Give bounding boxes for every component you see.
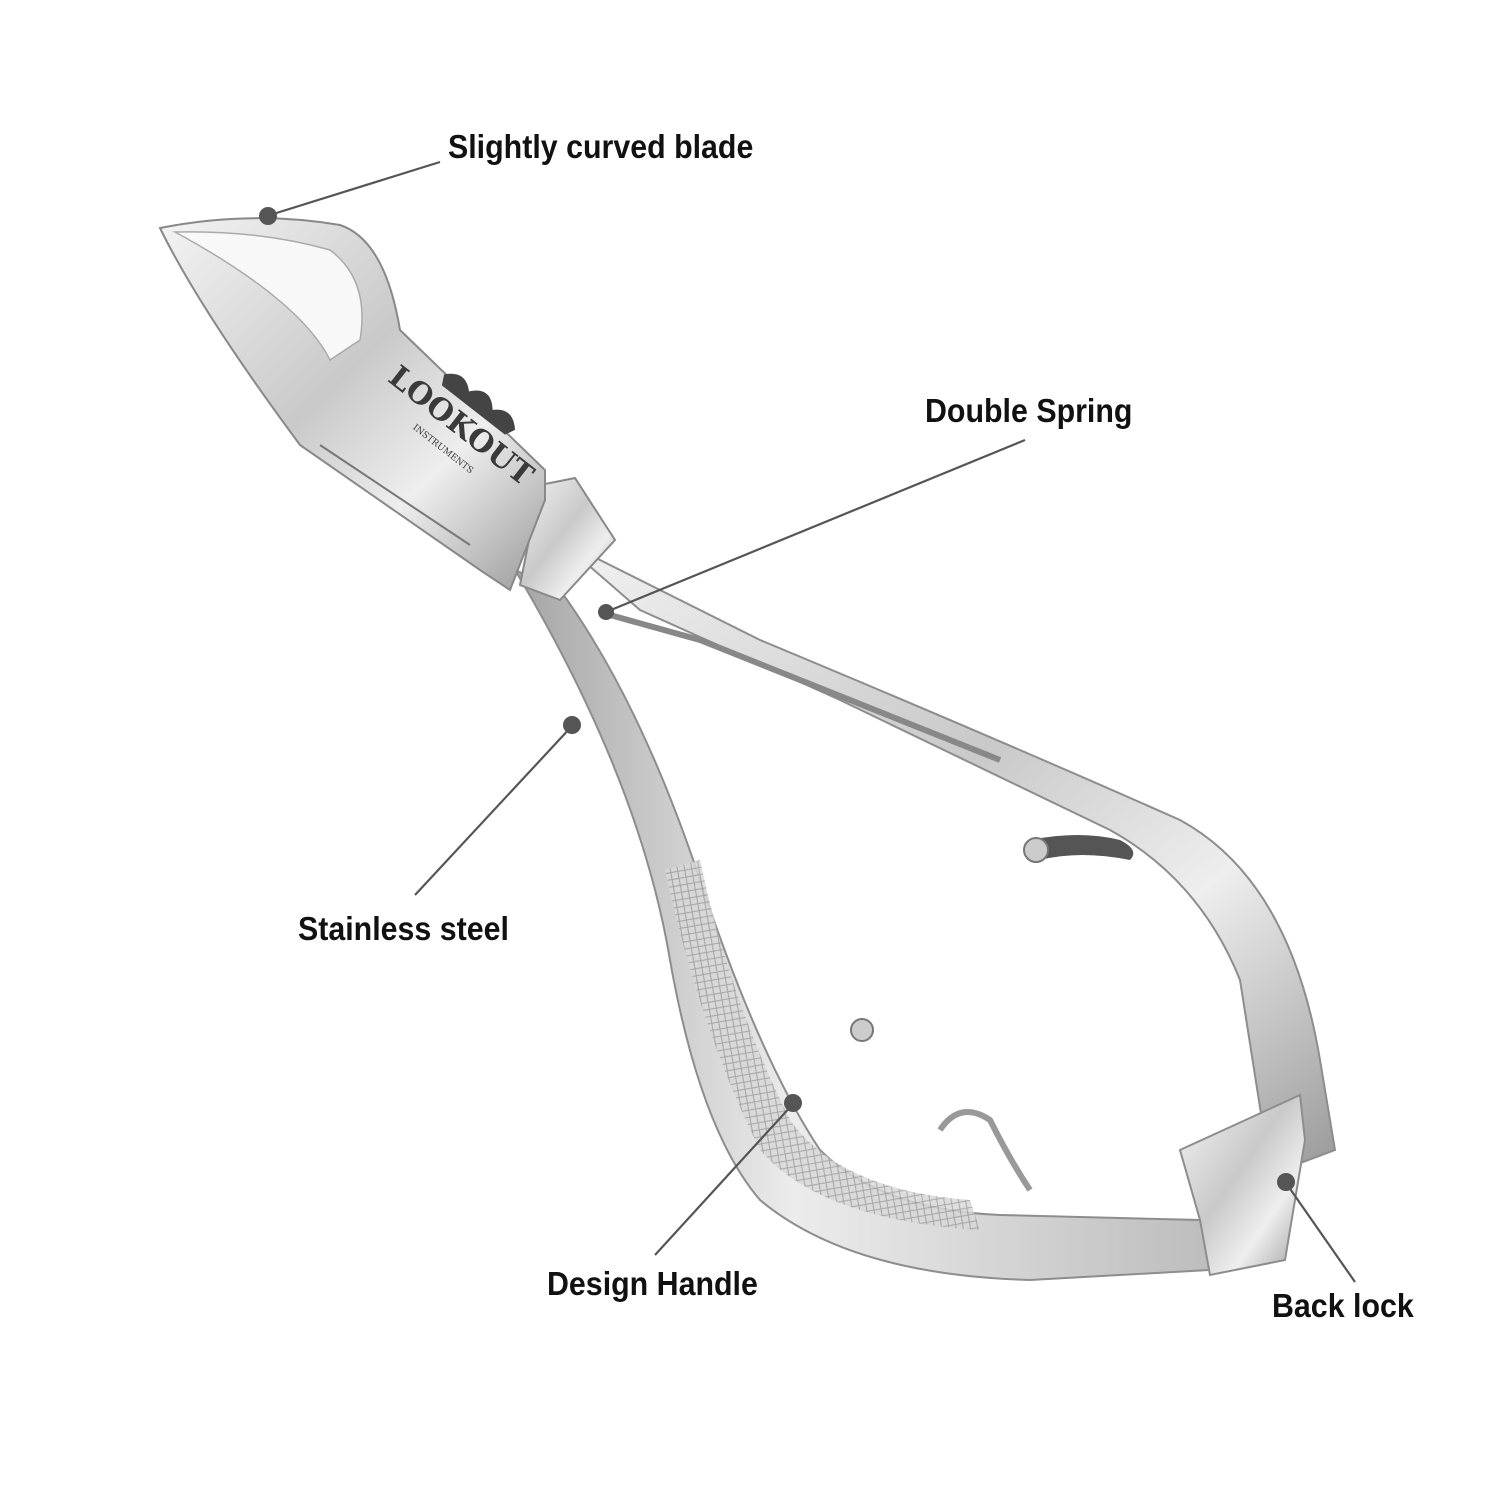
knurled-grip <box>665 860 980 1230</box>
handle-slot <box>1030 835 1134 860</box>
callout-dot-lock <box>1277 1173 1295 1191</box>
callout-dot-handle <box>784 1094 802 1112</box>
leader-line-spring <box>605 438 1026 614</box>
lower-handle <box>512 567 1212 1282</box>
rivet <box>850 1018 874 1042</box>
leader-line-lock <box>1285 1182 1356 1283</box>
crown-icon <box>441 373 516 435</box>
leader-lines <box>269 160 1356 1283</box>
callout-label-lock: Back lock <box>1272 1287 1414 1324</box>
joint-box <box>518 476 617 602</box>
leader-line-handle <box>654 1103 794 1256</box>
leader-line-blade <box>269 160 441 217</box>
callout-label-spring: Double Spring <box>925 392 1133 429</box>
blade-groove <box>319 444 471 546</box>
callout-label-steel: Stainless steel <box>298 910 509 947</box>
rivet <box>1023 837 1049 863</box>
callout-dot-spring <box>598 604 614 620</box>
back-lock <box>1178 1093 1307 1277</box>
upper-handle <box>547 529 1337 1167</box>
callout-dot-steel <box>563 716 581 734</box>
callout-label-handle: Design Handle <box>547 1265 758 1302</box>
callout-label-blade: Slightly curved blade <box>448 128 754 165</box>
callout-dot-blade <box>259 207 277 225</box>
cutting-edge <box>172 231 363 362</box>
leader-line-steel <box>414 725 573 896</box>
double-spring <box>609 612 1002 763</box>
spring-loop <box>937 1109 1033 1192</box>
